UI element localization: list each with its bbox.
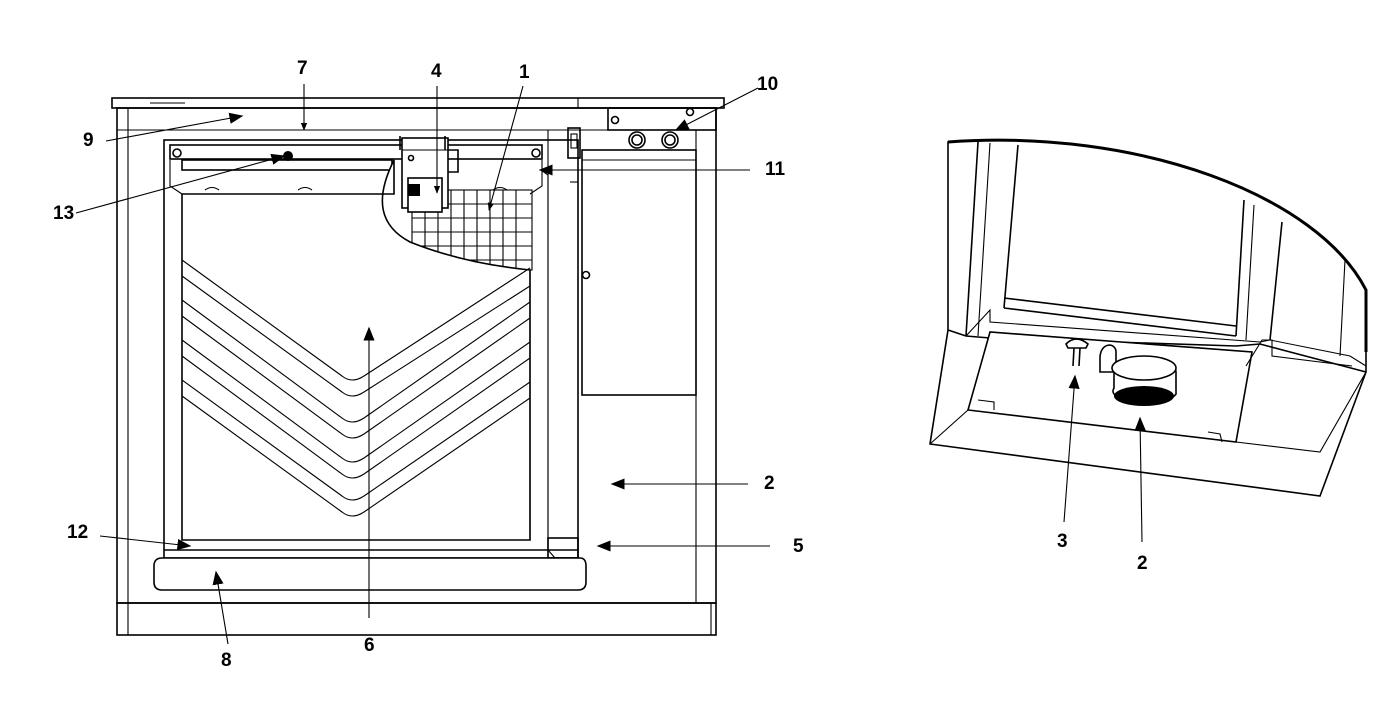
screw xyxy=(1065,338,1089,367)
callout-9: 9 xyxy=(83,130,94,151)
front-view xyxy=(111,97,725,636)
callout-10: 10 xyxy=(757,74,778,95)
control-box xyxy=(581,149,697,396)
sensor-dot xyxy=(283,151,293,161)
water-trough xyxy=(153,557,587,591)
callout-11: 11 xyxy=(765,159,786,180)
callout-2-detail: 2 xyxy=(1137,553,1148,574)
top-lid xyxy=(111,97,725,109)
callout-6: 6 xyxy=(364,635,375,656)
detail-housing xyxy=(929,139,1367,497)
callout-12: 12 xyxy=(67,522,88,543)
detail-view xyxy=(929,138,1368,497)
callout-1: 1 xyxy=(519,62,530,83)
ice-curtain xyxy=(181,159,531,541)
callout-4: 4 xyxy=(431,61,442,82)
front-leaders xyxy=(75,84,770,645)
callout-7: 7 xyxy=(297,58,308,79)
drain-fitting xyxy=(1099,344,1177,406)
distribution-bar xyxy=(169,144,543,160)
callout-3-detail: 3 xyxy=(1057,531,1068,552)
ice-thickness-probe xyxy=(399,136,459,213)
control-switch xyxy=(567,127,581,159)
base-plinth xyxy=(116,602,717,636)
curtain-ribs xyxy=(181,259,531,517)
callout-8: 8 xyxy=(221,650,232,671)
callout-2-front: 2 xyxy=(764,473,775,494)
callout-13: 13 xyxy=(53,203,74,224)
callout-labels: 1 2 4 5 6 7 8 9 10 11 12 13 3 2 xyxy=(53,58,1148,671)
callout-5: 5 xyxy=(793,536,804,557)
detail-leaders xyxy=(1063,374,1146,543)
